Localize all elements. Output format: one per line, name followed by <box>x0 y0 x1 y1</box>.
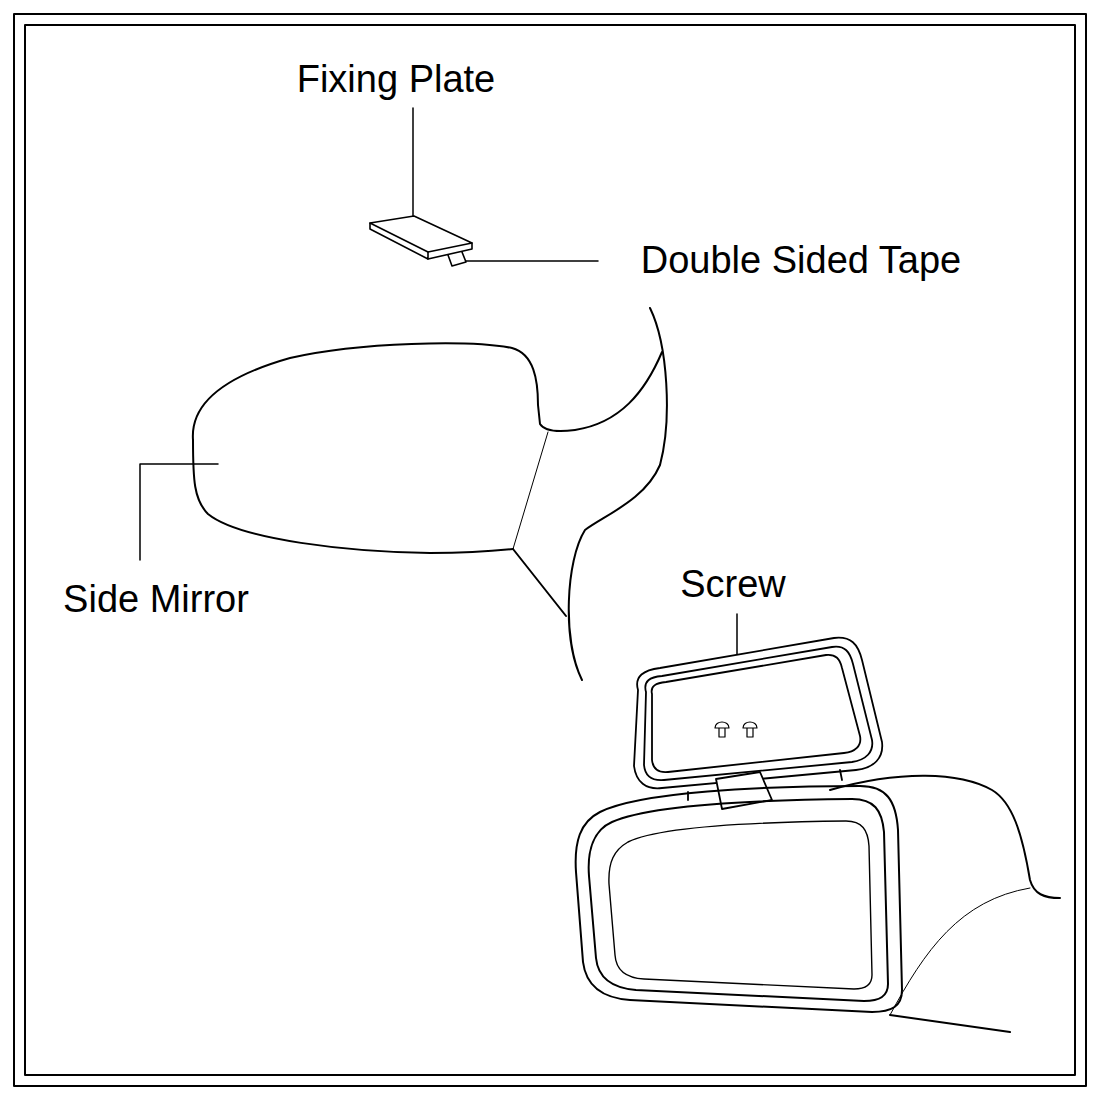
leader-lines <box>140 108 752 722</box>
outer-frame <box>14 14 1086 1086</box>
tape-tab <box>448 252 466 266</box>
part-label: Fixing Plate <box>294 58 499 102</box>
part-label: Side Mirror <box>60 578 252 622</box>
fixing-plate <box>370 216 472 266</box>
inner-frame <box>25 25 1075 1075</box>
blind-spot-mirror <box>634 638 882 809</box>
side-mirror <box>193 308 667 680</box>
main-mirror-housing <box>576 776 1060 1032</box>
screws <box>715 722 757 737</box>
part-label: Screw <box>677 563 789 607</box>
part-label: Double Sided Tape <box>638 239 964 283</box>
